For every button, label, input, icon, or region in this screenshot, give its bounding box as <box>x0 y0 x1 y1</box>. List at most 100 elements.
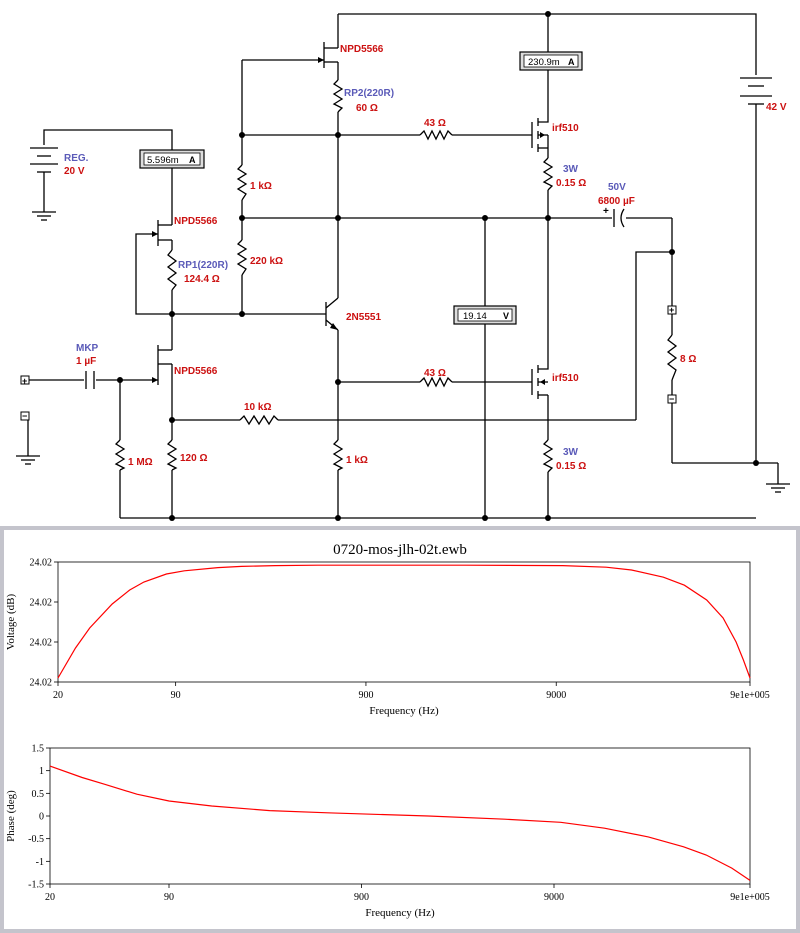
svg-text:19.14: 19.14 <box>463 311 487 322</box>
input-minus-terminal <box>20 411 30 421</box>
label-mosfet-top: irf510 <box>552 123 579 134</box>
label-q-top: NPD5566 <box>340 44 384 55</box>
y-tick-label: 24.02 <box>30 558 53 569</box>
resistor-rp1 <box>166 249 178 291</box>
y-tick-label: -0.5 <box>28 834 44 845</box>
svg-text:A: A <box>568 57 575 67</box>
output-plus-terminal <box>667 305 677 315</box>
resistor-120 <box>166 439 178 471</box>
jfet-bot <box>152 345 172 385</box>
label-supply-v: 42 V <box>766 102 787 113</box>
magnitude-chart-title: 0720-mos-jlh-02t.ewb <box>333 542 467 558</box>
x-tick-label: 90 <box>171 690 181 701</box>
output-minus-terminal <box>667 394 677 404</box>
label-2n5551: 2N5551 <box>346 312 381 323</box>
label-rp1-value: 124.4 Ω <box>184 274 220 285</box>
svg-text:5.596m: 5.596m <box>147 155 179 166</box>
label-rp2-value: 60 Ω <box>356 103 378 114</box>
x-tick-label: 9000 <box>546 690 566 701</box>
terminals: + − + − <box>20 305 677 421</box>
jfet-mid <box>152 220 172 246</box>
y-axis-label: Voltage (dB) <box>5 594 17 651</box>
label-reg-name: REG. <box>64 153 89 164</box>
svg-text:+: + <box>669 305 674 315</box>
bjt-2n5551 <box>325 297 339 331</box>
x-axis-label: Frequency (Hz) <box>365 907 435 919</box>
y-tick-label: 24.02 <box>30 638 53 649</box>
label-r43-top: 43 Ω <box>424 118 446 129</box>
label-cap-c: 6800 µF <box>598 196 635 207</box>
y-tick-label: -1 <box>36 857 44 868</box>
ground-input-icon <box>16 455 40 465</box>
y-tick-label: 0.5 <box>32 789 45 800</box>
resistor-load <box>666 334 678 381</box>
wiring <box>27 13 779 519</box>
voltmeter: 19.14 V <box>453 305 517 325</box>
transistors <box>152 42 549 399</box>
svg-text:230.9m: 230.9m <box>528 57 560 68</box>
mosfet-top <box>531 100 549 152</box>
label-load: 8 Ω <box>680 354 696 365</box>
label-reg-v: 20 V <box>64 166 85 177</box>
series-line-1-0 <box>49 765 751 881</box>
y-tick-label: 24.02 <box>30 678 53 689</box>
junction-dots <box>117 11 759 521</box>
ammeter-top: 230.9m A <box>519 51 583 71</box>
plot-frame <box>57 561 751 683</box>
label-rp2-name: RP2(220R) <box>344 88 394 99</box>
capacitor-mkp <box>85 371 95 389</box>
label-r43-bot: 43 Ω <box>424 368 446 379</box>
batteries <box>30 77 772 173</box>
x-tick-label: 9e1e+005 <box>730 892 770 903</box>
mosfet-bot <box>531 360 549 399</box>
resistor-rs-top <box>542 157 554 191</box>
label-r10k: 10 kΩ <box>244 402 271 413</box>
y-tick-label: 0 <box>39 812 44 823</box>
ground-output-icon <box>766 483 790 493</box>
x-tick-label: 20 <box>53 690 63 701</box>
svg-text:A: A <box>189 155 196 165</box>
ground-reg-icon <box>32 211 56 221</box>
y-tick-label: 1.5 <box>32 744 45 755</box>
svg-text:V: V <box>503 311 509 321</box>
label-q-bot: NPD5566 <box>174 366 218 377</box>
circuit-schematic: + − + − 230.9m A 5.596m A 19.14 V NPD556… <box>16 11 790 521</box>
label-q-mid: NPD5566 <box>174 216 218 227</box>
battery-42v <box>740 77 772 125</box>
resistor-43-bot <box>419 376 453 388</box>
resistor-rp2 <box>332 79 344 113</box>
resistor-43-top <box>419 129 453 141</box>
label-r1k-left: 1 kΩ <box>250 181 272 192</box>
label-mkp-value: 1 µF <box>76 356 96 367</box>
plot-frame <box>49 747 751 885</box>
label-r220k: 220 kΩ <box>250 256 283 267</box>
resistor-rs-bot <box>542 439 554 473</box>
x-tick-label: 9e1e+005 <box>730 690 770 701</box>
label-cap-plus: + <box>603 206 609 217</box>
resistors <box>114 79 678 473</box>
label-rs-bot-w: 3W <box>563 447 579 458</box>
capacitor-electrolytic <box>613 208 625 228</box>
x-tick-label: 90 <box>164 892 174 903</box>
label-mosfet-bot: irf510 <box>552 373 579 384</box>
resistor-1k-bot <box>332 439 344 471</box>
resistor-220k <box>236 239 248 276</box>
label-cap-v: 50V <box>608 182 626 193</box>
resistor-10k <box>239 414 279 426</box>
resistor-1k-left <box>236 164 248 201</box>
svg-text:−: − <box>22 411 27 421</box>
svg-text:−: − <box>669 394 674 404</box>
x-tick-label: 900 <box>358 690 373 701</box>
input-plus-terminal <box>20 375 30 385</box>
svg-text:+: + <box>22 376 27 386</box>
label-rs-bot-v: 0.15 Ω <box>556 461 586 472</box>
series-line-0-0 <box>57 564 751 679</box>
component-labels: NPD5566 RP2(220R) 60 Ω 43 Ω irf510 1 kΩ … <box>64 44 787 472</box>
y-axis-label: Phase (deg) <box>5 790 17 842</box>
label-rs-top-v: 0.15 Ω <box>556 178 586 189</box>
